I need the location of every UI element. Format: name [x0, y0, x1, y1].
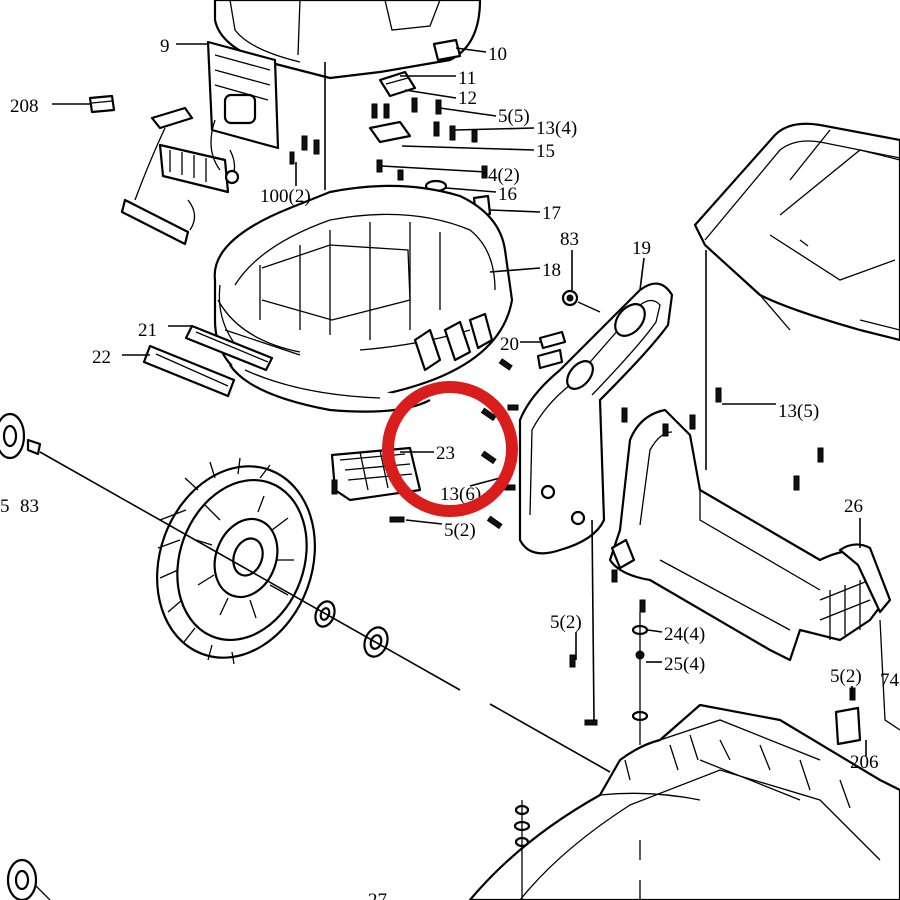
label-83-top: 83 — [560, 229, 579, 250]
control-board-part — [120, 40, 280, 246]
rail-22-part — [142, 344, 236, 398]
leader-lines — [39, 43, 867, 773]
rail-21-part — [184, 324, 274, 372]
bracket-plate-19 — [518, 282, 674, 555]
label-5-2-mid: 5(2) — [550, 612, 582, 633]
label-206: 206 — [850, 752, 879, 773]
label-12: 12 — [458, 88, 477, 109]
screw-stack-27 — [513, 800, 531, 900]
motor-housing-part — [213, 184, 514, 413]
label-26: 26 — [844, 496, 863, 517]
highlight-area-screws — [331, 358, 856, 726]
label-5-left: 5 — [0, 496, 10, 517]
part-labels: 9 10 11 12 5(5) 13(4) 15 4(2) 16 17 208 … — [0, 36, 900, 900]
label-5-2-right: 5(2) — [830, 666, 862, 687]
wheel-part — [156, 457, 316, 665]
rear-cover-part — [693, 122, 900, 342]
label-4-2: 4(2) — [488, 165, 520, 186]
small-wheel-left — [0, 412, 51, 900]
label-9: 9 — [160, 36, 170, 57]
mower-deck-27 — [468, 619, 900, 900]
label-13-4: 13(4) — [536, 118, 577, 139]
label-25-4: 25(4) — [664, 654, 705, 675]
label-20: 20 — [500, 334, 519, 355]
top-housing-part — [213, 0, 482, 80]
label-23: 23 — [436, 443, 455, 464]
label-17: 17 — [542, 203, 561, 224]
rear-frame-26 — [608, 408, 892, 662]
part-20-plate — [536, 330, 567, 370]
label-21: 21 — [138, 320, 157, 341]
label-19: 19 — [632, 238, 651, 259]
label-208: 208 — [10, 96, 39, 117]
label-27: 27 — [368, 890, 387, 900]
label-74: 74 — [880, 670, 900, 691]
washers-24-25 — [631, 612, 649, 745]
label-5-2-center: 5(2) — [444, 520, 476, 541]
highlight-circle — [382, 381, 518, 517]
label-13-5: 13(5) — [778, 401, 819, 422]
label-83-left: 83 — [20, 496, 39, 517]
label-16: 16 — [498, 184, 517, 205]
label-15: 15 — [536, 141, 555, 162]
label-13-6: 13(6) — [440, 484, 481, 505]
label-24-4: 24(4) — [664, 624, 705, 645]
part-208-block — [88, 94, 116, 114]
label-10: 10 — [488, 44, 507, 65]
label-18: 18 — [542, 260, 561, 281]
part-83-bolt — [561, 289, 601, 313]
label-22: 22 — [92, 347, 111, 368]
label-5-5: 5(5) — [498, 106, 530, 127]
label-100-2: 100(2) — [260, 186, 311, 207]
label-11: 11 — [458, 68, 476, 89]
